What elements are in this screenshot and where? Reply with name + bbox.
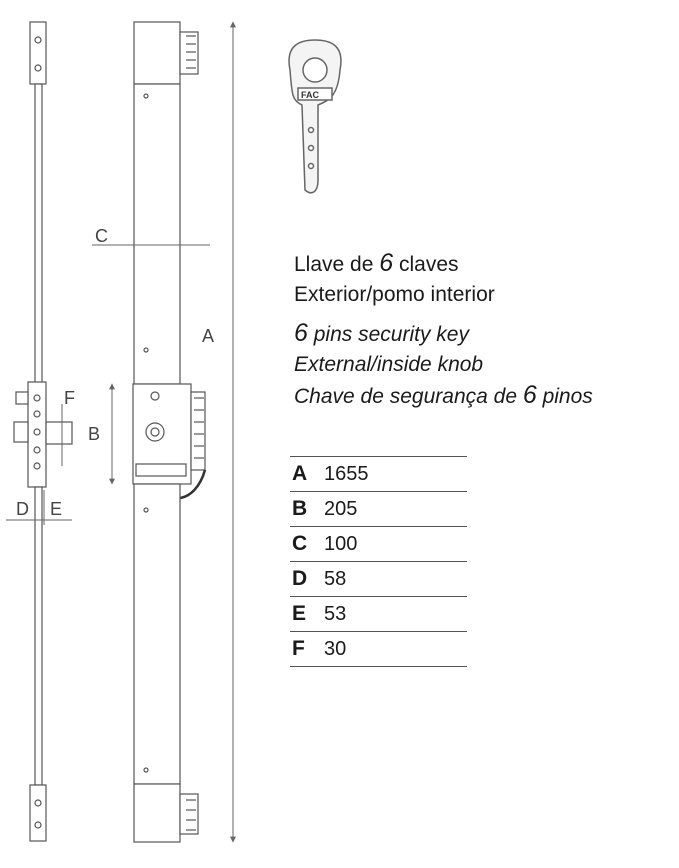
side-cylinder-knob — [13, 421, 29, 443]
description-spanish: Llave de 6 claves Exterior/pomo interior — [294, 248, 495, 310]
description-translations: 6 pins security key External/inside knob… — [294, 318, 593, 412]
rod-hole — [143, 767, 149, 773]
side-screw — [33, 394, 41, 402]
top-side-bolt — [29, 21, 47, 85]
key-label-plate — [297, 87, 333, 101]
bottom-bolt-housing — [133, 783, 181, 843]
upper-rod — [133, 83, 181, 385]
top-bolt-teeth — [179, 31, 199, 75]
bolt-hole — [34, 36, 42, 44]
pt-line: Chave de segurança de 6 pinos — [294, 381, 593, 409]
key-illustration — [288, 39, 342, 194]
front-view — [132, 21, 207, 843]
bolt-hole — [34, 799, 42, 807]
dimension-e-label: E — [50, 499, 62, 519]
dimension-d-label: D — [16, 499, 29, 519]
bolt-hole — [34, 821, 42, 829]
top-bolt-housing — [133, 21, 181, 85]
key-bow-hole — [302, 57, 328, 83]
key-brand-text: FAC — [301, 90, 320, 100]
key-dimple — [307, 126, 315, 134]
key-dimple — [307, 162, 315, 170]
side-screw — [33, 446, 41, 454]
bolt-hole — [34, 64, 42, 72]
side-cylinder-top — [15, 391, 29, 405]
keyhole — [150, 427, 160, 437]
side-profile-rod — [13, 21, 73, 842]
key-dimple — [307, 144, 315, 152]
dimension-c-label: C — [95, 226, 108, 246]
side-screw — [33, 410, 41, 418]
es-line-1: Llave de 6 claves — [294, 249, 459, 277]
rod-hole — [143, 507, 149, 513]
en-line-1: 6 pins security key — [294, 319, 469, 347]
es-line-2: Exterior/pomo interior — [294, 283, 495, 306]
rod-hole — [143, 93, 149, 99]
side-screw — [33, 462, 41, 470]
side-screw — [33, 428, 41, 436]
lower-side-rod — [34, 486, 43, 786]
dimension-b-label: B — [88, 424, 100, 444]
side-latch-bolt — [45, 421, 73, 445]
top-screw — [150, 391, 160, 401]
lower-rod — [133, 483, 181, 785]
latch-teeth — [190, 391, 206, 471]
dimension-f-label: F — [64, 388, 75, 408]
en-line-2: External/inside knob — [294, 353, 484, 376]
upper-side-rod — [34, 83, 43, 385]
case-label-plate — [135, 463, 187, 477]
rod-hole — [143, 347, 149, 353]
bottom-side-bolt — [29, 784, 47, 842]
bottom-bolt-teeth — [179, 793, 199, 835]
dimension-a-label: A — [202, 326, 214, 346]
